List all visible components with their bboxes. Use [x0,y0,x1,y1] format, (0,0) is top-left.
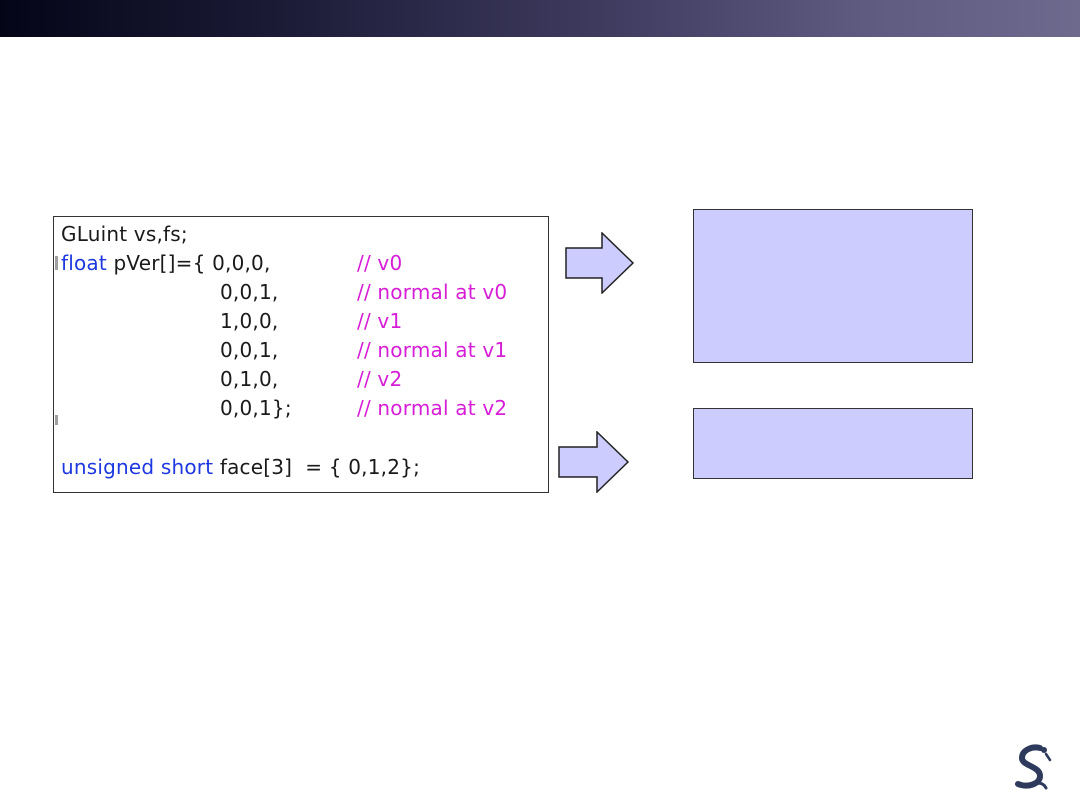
gutter-marker [55,415,58,425]
title-bar [0,0,1080,37]
code-comment: // normal at v2 [357,396,508,420]
code-text: 0,0,1, [220,338,279,362]
code-comment: // v2 [357,367,403,391]
right-arrow-icon [558,431,630,493]
code-text: face[3] = { 0,1,2}; [213,455,421,479]
code-comment: // normal at v0 [357,280,508,304]
university-logo-icon [1015,744,1052,790]
code-comment: // normal at v1 [357,338,508,362]
code-text: pVer[]={ 0,0,0, [106,251,271,275]
vertex-buffer-box [693,209,973,363]
code-text: 1,0,0, [220,309,279,333]
code-text: GLuint vs,fs; [61,222,188,246]
code-text: 0,0,1, [220,280,279,304]
index-buffer-box [693,408,973,479]
code-line-2: float pVer[]={ 0,0,0, // v0 [61,251,402,275]
gutter-marker [55,256,58,270]
code-text: 0,1,0, [220,367,279,391]
code-comment: // v1 [357,309,403,333]
code-line-1: GLuint vs,fs; [61,222,188,246]
code-comment: // v0 [357,251,403,275]
code-panel: GLuint vs,fs; float pVer[]={ 0,0,0, // v0… [53,216,549,493]
code-keyword: float [61,251,107,275]
code-line-8: unsigned short face[3] = { 0,1,2}; [61,455,420,479]
right-arrow-icon [565,232,635,294]
code-keyword: unsigned short [61,455,214,479]
code-text: 0,0,1}; [220,396,292,420]
